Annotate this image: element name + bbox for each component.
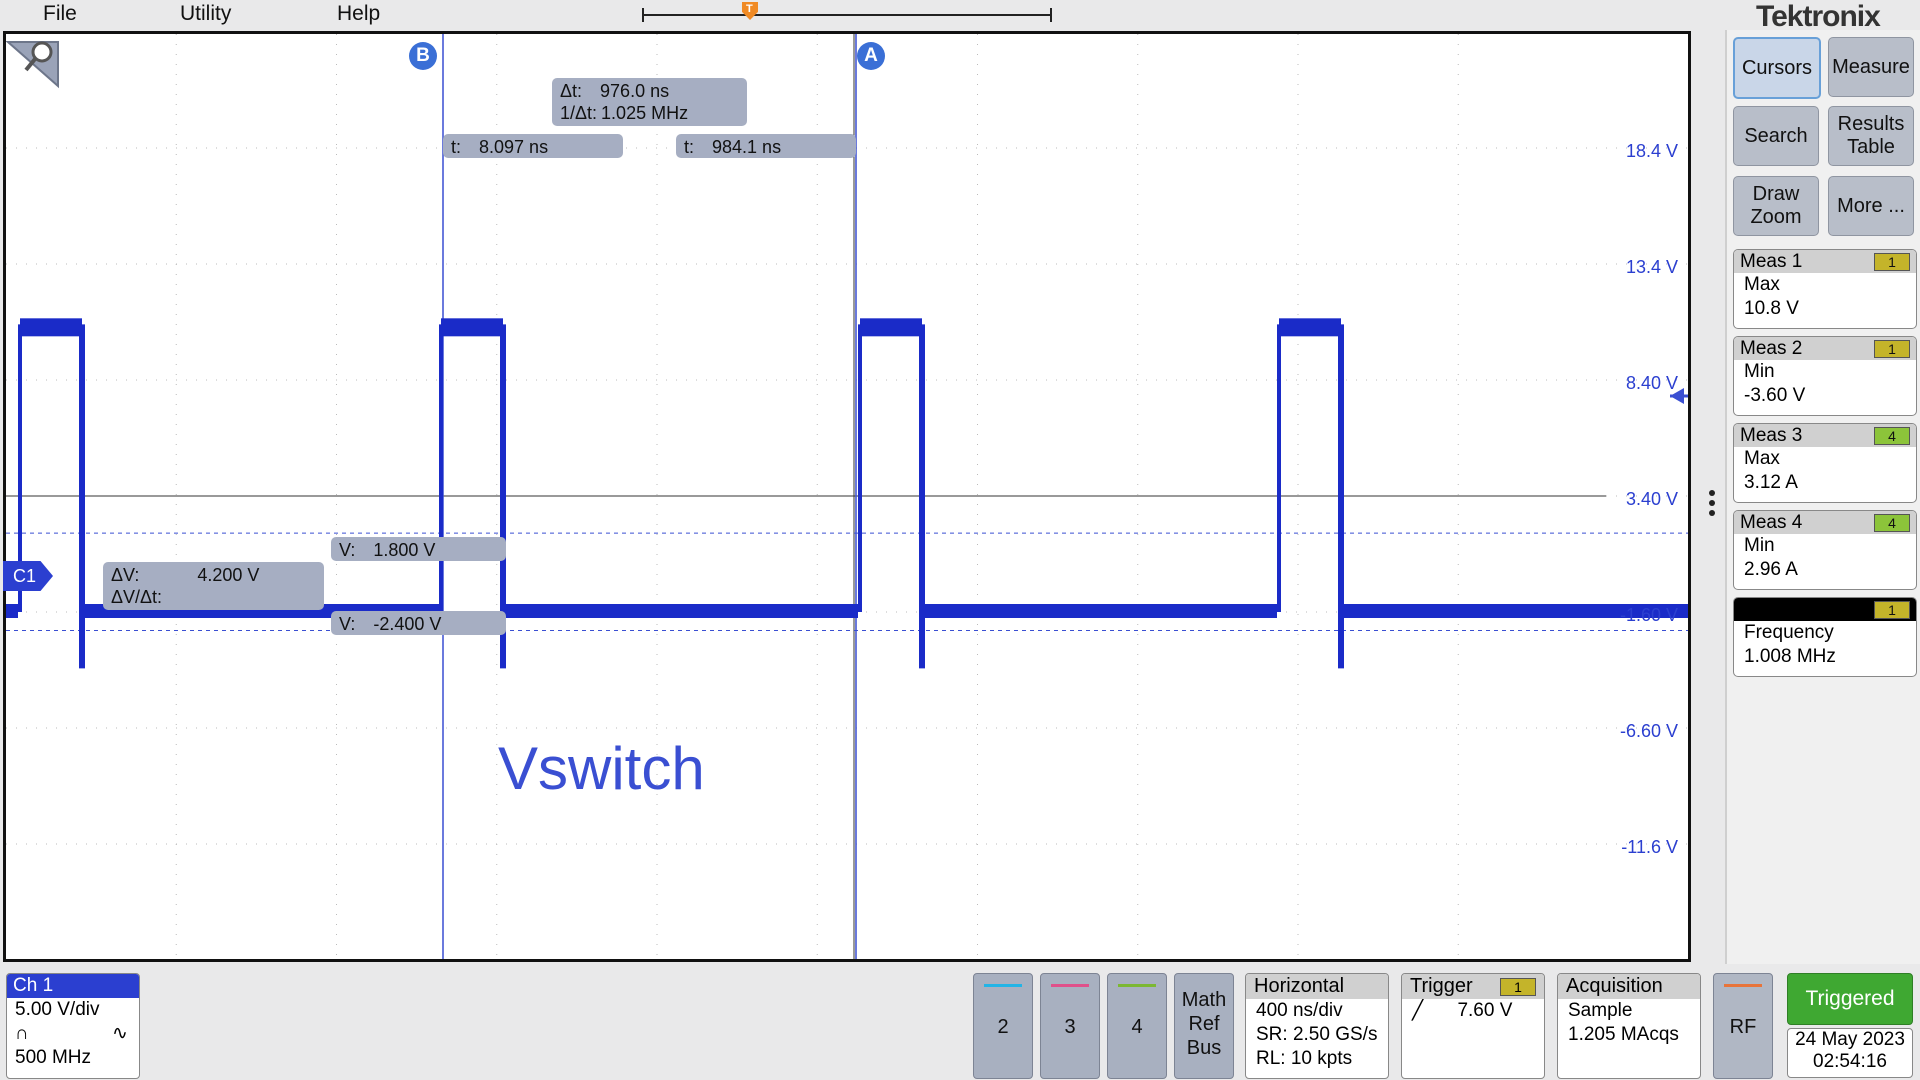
meas-title: Meas 2	[1740, 338, 1803, 359]
meas-value: 10.8 V	[1744, 298, 1799, 319]
measurement-badge-4[interactable]: Meas 4 4 Min 2.96 A	[1733, 510, 1917, 590]
zoom-icon[interactable]	[6, 34, 66, 89]
meas-type: Max	[1744, 274, 1780, 295]
waveform-pulse	[20, 318, 82, 337]
waveform-low	[503, 604, 858, 618]
meas-title: Meas 1	[1740, 251, 1803, 272]
rf-button[interactable]: RF	[1713, 973, 1773, 1079]
waveform-pulse	[1279, 318, 1341, 337]
meas-value: 3.12 A	[1744, 472, 1798, 493]
delta-t-readout: Δt:976.0 ns 1/Δt:1.025 MHz	[552, 78, 747, 126]
menu-help[interactable]: Help	[337, 2, 381, 25]
volt-label: -1.60 V	[1619, 605, 1678, 625]
measurement-badge-frequency[interactable]: 1 Frequency 1.008 MHz	[1733, 597, 1917, 677]
record-position-bar[interactable]: T	[642, 2, 1052, 22]
cursor-v-lower-readout: V:-2.400 V	[331, 611, 506, 635]
meas-title: Meas 4	[1740, 512, 1803, 533]
delta-v-readout: ΔV:4.200 V ΔV/Δt:	[103, 562, 324, 610]
channel-4-button[interactable]: 4	[1107, 973, 1167, 1079]
source-badge: 1	[1874, 253, 1910, 271]
channel-2-button[interactable]: 2	[973, 973, 1033, 1079]
menu-bar: File Utility Help T	[0, 0, 1725, 30]
ac-coupling-icon: ∿	[111, 1023, 128, 1044]
channel-bandwidth: 500 MHz	[15, 1047, 92, 1068]
waveform-pulse	[441, 318, 503, 337]
graticule	[6, 34, 1688, 959]
meas-type: Min	[1744, 535, 1775, 556]
meas-type: Frequency	[1744, 622, 1834, 643]
waveform-pulse	[860, 318, 922, 337]
menu-utility[interactable]: Utility	[180, 2, 232, 25]
cursors-button[interactable]: Cursors	[1733, 37, 1821, 99]
trigger-position-marker[interactable]: T	[742, 2, 758, 20]
volt-label: 13.4 V	[1625, 257, 1678, 277]
cursor-b-time-readout: t:8.097 ns	[443, 134, 623, 158]
measurement-badge-2[interactable]: Meas 2 1 Min -3.60 V	[1733, 336, 1917, 416]
source-badge: 4	[1874, 514, 1910, 532]
trigger-status: Triggered	[1787, 973, 1913, 1025]
measure-button[interactable]: Measure	[1828, 37, 1914, 97]
cursor-b-badge[interactable]: B	[409, 42, 437, 70]
search-button[interactable]: Search	[1733, 106, 1819, 166]
cursor-v-upper-readout: V:1.800 V	[331, 537, 506, 561]
meas-value: -3.60 V	[1744, 385, 1806, 406]
brand-logo: Tektronix	[1756, 0, 1881, 33]
volt-label: 18.4 V	[1625, 141, 1678, 161]
measurement-badge-3[interactable]: Meas 3 4 Max 3.12 A	[1733, 423, 1917, 503]
volt-label: -11.6 V	[1621, 837, 1678, 857]
meas-type: Min	[1744, 361, 1775, 382]
results-table-button[interactable]: Results Table	[1828, 106, 1914, 166]
waveform-low	[922, 604, 1277, 618]
source-badge: 1	[1874, 601, 1910, 619]
waveform-low	[6, 604, 18, 618]
meas-value: 2.96 A	[1744, 559, 1798, 580]
waveform-low	[1341, 604, 1688, 618]
coupling-icons: ∩ ∿	[7, 1022, 139, 1046]
cursor-a-time-readout: t:984.1 ns	[676, 134, 856, 158]
source-badge: 1	[1874, 340, 1910, 358]
channel-scale: 5.00 V/div	[15, 999, 100, 1020]
waveform-display[interactable]: 18.4 V 13.4 V 8.40 V 3.40 V -1.60 V -6.6…	[3, 31, 1691, 962]
rising-edge-icon: ╱	[1412, 1000, 1424, 1021]
channel-1-badge[interactable]: Ch 1 5.00 V/div ∩ ∿ 500 MHz	[6, 973, 140, 1079]
draw-zoom-button[interactable]: Draw Zoom	[1733, 176, 1819, 236]
acquisition-badge[interactable]: Acquisition Sample 1.205 MAcqs	[1557, 973, 1701, 1079]
horizontal-badge[interactable]: Horizontal 400 ns/div SR: 2.50 GS/s RL: …	[1245, 973, 1389, 1079]
meas-title: Meas 3	[1740, 425, 1803, 446]
source-badge: 4	[1874, 427, 1910, 445]
volt-label: 3.40 V	[1625, 489, 1678, 509]
panel-drag-handle[interactable]	[1709, 490, 1715, 522]
cursor-a-badge[interactable]: A	[857, 42, 885, 70]
meas-type: Max	[1744, 448, 1780, 469]
menu-file[interactable]: File	[43, 2, 77, 25]
meas-value: 1.008 MHz	[1744, 646, 1836, 667]
waveform-label: Vswitch	[498, 735, 705, 802]
channel-3-button[interactable]: 3	[1040, 973, 1100, 1079]
measurement-badge-1[interactable]: Meas 1 1 Max 10.8 V	[1733, 249, 1917, 329]
channel-title: Ch 1	[7, 974, 139, 998]
volt-label: 8.40 V	[1625, 373, 1678, 393]
headphone-icon: ∩	[15, 1023, 29, 1044]
more-button[interactable]: More ...	[1828, 176, 1914, 236]
volt-label: -6.60 V	[1619, 721, 1678, 741]
